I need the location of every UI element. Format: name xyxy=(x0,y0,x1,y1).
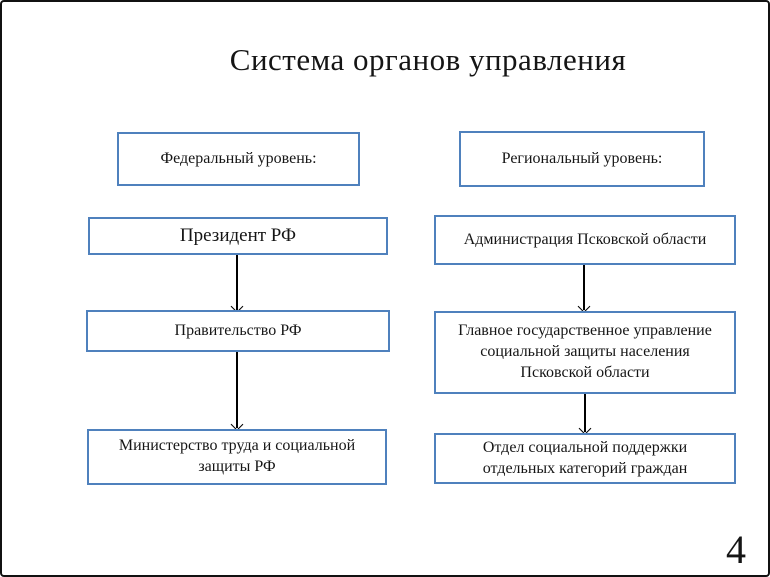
arrow-down-government-to-ministry xyxy=(236,352,238,428)
arrow-down-administration-to-directorate xyxy=(583,265,585,310)
government-box: Правительство РФ xyxy=(86,310,390,352)
main-directorate-box: Главное государственное управление социа… xyxy=(434,311,736,394)
arrow-down-president-to-government xyxy=(236,255,238,310)
administration-box: Администрация Псковской области xyxy=(434,215,736,265)
federal-level-header-box: Федеральный уровень: xyxy=(117,132,360,186)
slide-title: Система органов управления xyxy=(229,42,627,77)
president-box: Президент РФ xyxy=(88,217,388,255)
ministry-box: Министерство труда и социальной защиты Р… xyxy=(87,429,387,485)
arrow-down-directorate-to-department xyxy=(584,394,586,432)
page-number: 4 xyxy=(726,527,746,572)
social-support-department-box: Отдел социальной поддержки отдельных кат… xyxy=(434,433,736,484)
regional-level-header-box: Региональный уровень: xyxy=(459,131,705,187)
